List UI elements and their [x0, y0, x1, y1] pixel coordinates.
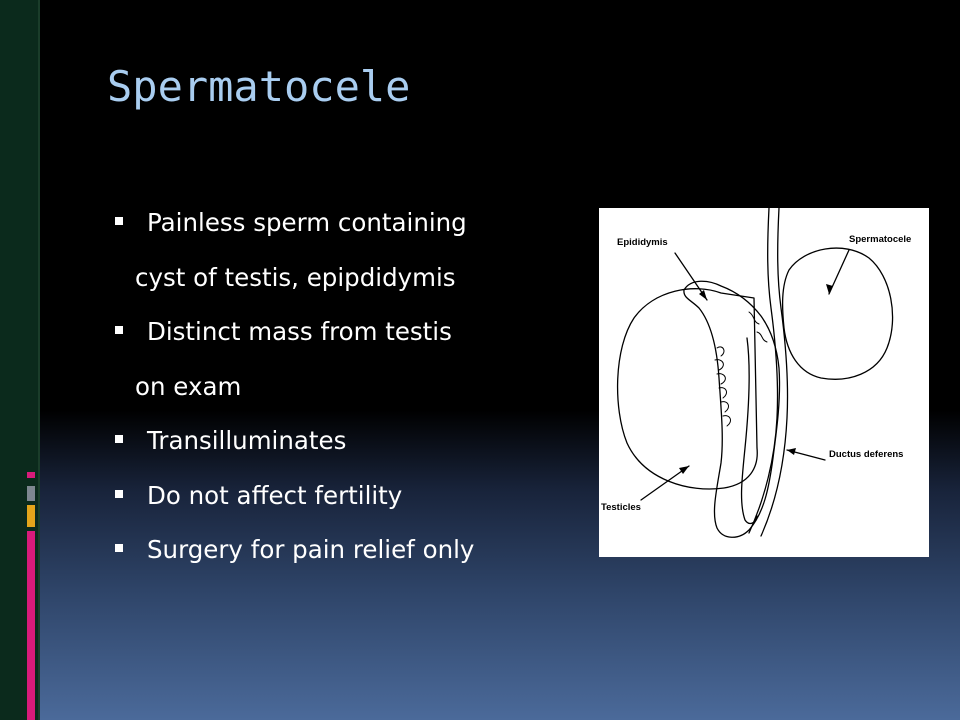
square-bullet-icon: [115, 489, 123, 498]
label-epididymis: Epididymis: [617, 237, 668, 248]
bullet-item: Painless sperm containing: [115, 196, 585, 251]
square-bullet-icon: [115, 435, 123, 443]
spermatocele-cyst-shape: [781, 247, 894, 380]
accent-bar-magenta-bottom: [27, 531, 35, 720]
square-bullet-icon: [115, 326, 123, 334]
label-spermatocele: Spermatocele: [849, 234, 911, 245]
epididymis-shape: [683, 280, 781, 538]
ductus-deferens-arrowhead: [787, 448, 796, 455]
bullet-item: Transilluminates: [115, 414, 585, 469]
square-bullet-icon: [115, 217, 123, 225]
bullet-list: Painless sperm containing cyst of testis…: [115, 196, 585, 578]
left-divider-line: [38, 0, 40, 720]
bullet-continuation: on exam: [135, 371, 242, 401]
ductus-deferens-left: [748, 208, 779, 534]
bullet-text: Distinct mass from testis: [147, 317, 452, 346]
ductus-deferens-right: [760, 208, 789, 537]
square-bullet-icon: [115, 544, 123, 552]
accent-bar-magenta-top: [27, 472, 35, 478]
label-testicles: Testicles: [601, 502, 641, 513]
accent-bar-gray: [27, 486, 35, 501]
spermatocele-arrowhead: [826, 284, 833, 294]
bullet-text: Transilluminates: [147, 426, 347, 455]
bullet-item: Distinct mass from testis: [115, 305, 585, 360]
label-ductus-deferens: Ductus deferens: [829, 449, 903, 460]
bullet-text: Surgery for pain relief only: [147, 535, 475, 564]
testicle-shape: [616, 288, 758, 490]
bullet-item: Do not affect fertility: [115, 469, 585, 524]
bullet-item: Surgery for pain relief only: [115, 523, 585, 578]
slide-title: Spermatocele: [107, 62, 411, 111]
anatomy-figure: Epididymis Spermatocele Ductus deferens …: [599, 208, 929, 557]
accent-bar-yellow: [27, 505, 35, 527]
bullet-text: Do not affect fertility: [147, 480, 403, 510]
bullet-text: Painless sperm containing: [147, 208, 467, 237]
epididymis-arrowhead: [699, 290, 707, 300]
epididymis-inner-shape: [740, 337, 758, 525]
testicles-arrow: [640, 465, 690, 501]
bullet-continuation: cyst of testis, epipdidymis: [135, 262, 456, 292]
epididymis-folds: [714, 311, 768, 427]
spermatocele-diagram: Epididymis Spermatocele Ductus deferens …: [601, 208, 911, 538]
testicles-arrowhead: [679, 466, 689, 474]
